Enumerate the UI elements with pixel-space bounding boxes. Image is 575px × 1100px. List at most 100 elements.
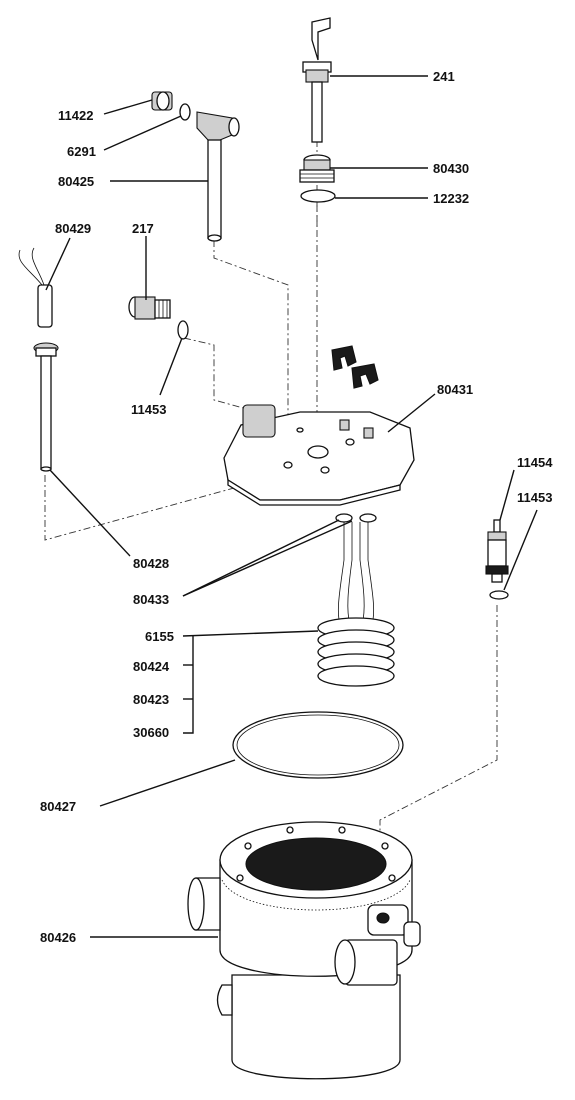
part-217-fitting (128, 296, 171, 320)
plug-80430-hex (303, 159, 331, 171)
label-11453-lower: 11453 (517, 490, 552, 505)
boiler-80426-knurl (221, 879, 411, 911)
label-80429: 80429 (55, 221, 91, 236)
label-11422: 11422 (58, 108, 93, 123)
flange-80431-terminal-1 (339, 419, 350, 431)
fitting-217-hex (134, 296, 156, 320)
centerline-valve-11454 (379, 605, 498, 840)
part-80425-elbow-tube (196, 111, 240, 242)
label-80431: 80431 (437, 382, 473, 397)
rod-80428-collar (35, 347, 57, 357)
leader-11453-upper (159, 337, 183, 396)
flange-80431-sensor-block (242, 404, 276, 438)
leader-11422 (103, 99, 153, 115)
boiler-80426-lower-shell (231, 974, 401, 1080)
boiler-bolt-hole-3 (338, 826, 346, 834)
label-80428: 80428 (133, 556, 169, 571)
flange-80431-center-hole (307, 445, 329, 459)
boiler-bolt-hole-6 (236, 874, 244, 882)
boiler-bolt-hole-5 (388, 874, 396, 882)
leader-80431 (387, 393, 436, 433)
centerline-fitting-217 (183, 337, 259, 413)
flange-80431-terminal-2 (363, 427, 374, 439)
coil-left-legs (337, 522, 353, 626)
label-217: 217 (132, 221, 154, 236)
boiler-80426-left-port-face (187, 877, 205, 931)
part-labels: 241 11422 6291 80425 80430 12232 80429 2… (40, 69, 553, 945)
label-80433: 80433 (133, 592, 169, 607)
valve-11454-hex (485, 565, 509, 575)
label-80430: 80430 (433, 161, 469, 176)
label-6155: 6155 (145, 629, 174, 644)
part-80431-flange (223, 404, 415, 506)
leader-11454 (499, 469, 515, 521)
label-80426: 80426 (40, 930, 76, 945)
fitting-217-thread-lines (158, 300, 168, 318)
cap-nut-11422-face (156, 91, 170, 111)
leader-11453-lower (503, 509, 538, 591)
boiler-80426-lower-port (216, 984, 233, 1016)
part-12232-oring (300, 189, 336, 203)
leader-80427 (99, 759, 236, 807)
probe-241-rod (311, 81, 323, 143)
label-80427: 80427 (40, 799, 76, 814)
coil-turn-5 (317, 665, 395, 687)
label-6291: 6291 (67, 144, 96, 159)
part-11453-lower-oring (489, 590, 509, 600)
flange-80431-edge (227, 478, 401, 506)
flange-80431-hole-3 (345, 438, 355, 446)
elbow-80425-outlet (228, 117, 240, 137)
leader-lines (45, 75, 538, 938)
gasket-80427-inner (236, 714, 400, 776)
label-30660: 30660 (133, 725, 169, 740)
boiler-80426-side-plug (403, 921, 421, 947)
sensor-80429-wires (18, 247, 45, 286)
part-11422-cap-nut (151, 91, 173, 111)
boiler-bolt-hole-1 (244, 842, 252, 850)
boiler-80426-right-port-face (334, 939, 356, 985)
heating-element-coil (317, 522, 395, 687)
rod-80428-shaft (40, 355, 52, 470)
part-80433-washers (335, 513, 377, 523)
centerline-rod-80428 (44, 475, 246, 541)
part-80426-boiler (187, 821, 421, 1080)
part-11453-upper-oring (177, 320, 189, 340)
flange-80431-hole-1 (283, 461, 293, 469)
leader-80428 (49, 469, 131, 557)
label-12232: 12232 (433, 191, 469, 206)
leader-80433-b (182, 520, 353, 597)
coil-right-legs (359, 522, 375, 626)
boiler-80426-boss-hole (376, 912, 390, 924)
clip-upper (331, 345, 357, 371)
probe-241-nut (305, 69, 329, 83)
boiler-bolt-hole-2 (286, 826, 294, 834)
valve-11454-cap (487, 531, 507, 541)
part-241-probe (302, 17, 332, 143)
part-80427-gasket (232, 711, 404, 779)
leader-bracket-coil (183, 636, 194, 734)
fitting-217-threads (154, 299, 171, 319)
elbow-80425-tube (207, 139, 222, 239)
part-80430-plug (299, 154, 335, 183)
label-11454: 11454 (517, 455, 553, 470)
valve-11454-stem (493, 519, 501, 533)
label-11453-upper: 11453 (131, 402, 166, 417)
probe-241-hook (311, 17, 331, 61)
washer-80433-right (359, 513, 377, 523)
plug-80430-threads (300, 173, 334, 179)
label-80424: 80424 (133, 659, 170, 674)
part-6291-washer (179, 103, 191, 121)
elbow-80425-body (196, 111, 233, 141)
leader-6155 (182, 630, 319, 637)
leader-80429 (45, 237, 71, 291)
label-80425: 80425 (58, 174, 94, 189)
gasket-80427-outer (232, 711, 404, 779)
label-80423: 80423 (133, 692, 169, 707)
plug-80430-base (299, 169, 335, 183)
sensor-80429-body (37, 284, 53, 328)
elbow-80425-tube-end (207, 234, 222, 242)
valve-11454-thread (491, 573, 503, 583)
rod-80428-tip (40, 466, 52, 472)
valve-11454-body (487, 539, 507, 567)
